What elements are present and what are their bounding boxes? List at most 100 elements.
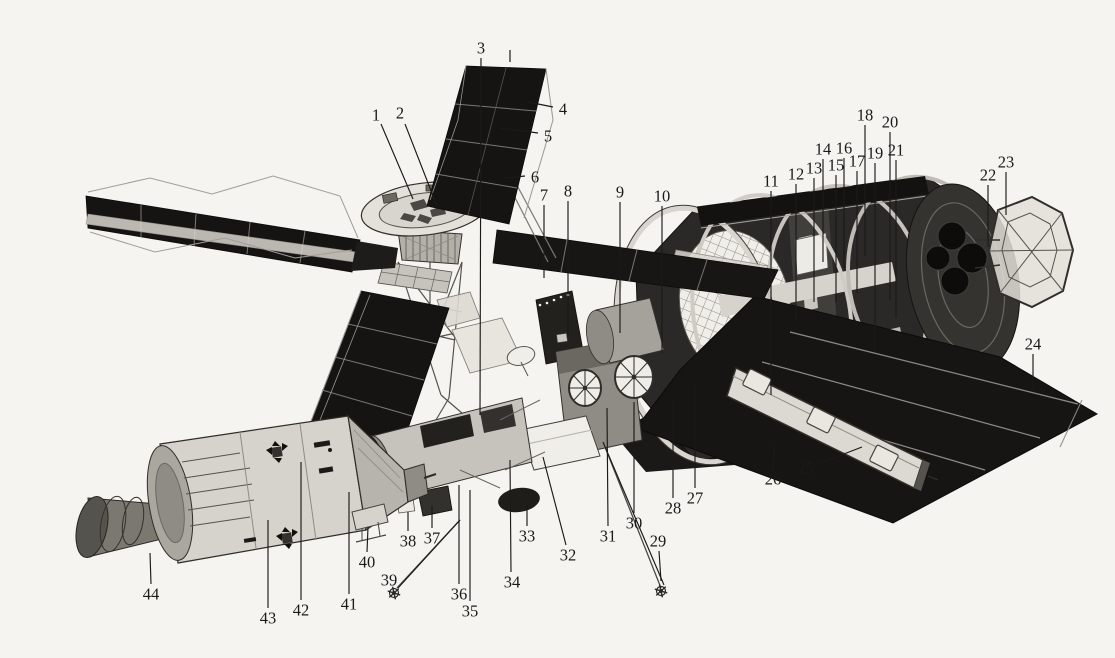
radiator-stripes: [181, 452, 255, 527]
callout-leader-26: [772, 444, 775, 470]
thruster-cluster-icon-29: [654, 584, 668, 598]
callout-20: 20: [882, 113, 899, 300]
callout-21: 21: [888, 141, 904, 318]
callout-number-44: 44: [143, 585, 160, 604]
meteoroid-shield-top: [697, 176, 929, 226]
callout-leader-40: [366, 526, 369, 553]
callout-22: 22: [980, 166, 997, 247]
callout-number-12: 12: [788, 165, 805, 184]
callout-number-2: 2: [396, 104, 404, 123]
callout-25: 25: [798, 446, 863, 478]
callout-number-9: 9: [616, 183, 624, 202]
callout-number-3: 3: [477, 39, 485, 58]
callout-19: 19: [867, 144, 884, 350]
callout-number-20: 20: [882, 113, 899, 132]
callout-29: 29: [602, 441, 668, 598]
callout-2: 2: [396, 104, 438, 207]
callout-7: 7: [540, 186, 548, 278]
docking-probe-tunnel: [403, 463, 429, 503]
thruster-cluster-icon-39: [387, 586, 401, 600]
callout-16: 16: [836, 139, 853, 268]
tank: [498, 487, 540, 513]
callout-leader-2: [404, 123, 438, 207]
callout-leader-1: [380, 123, 414, 200]
callout-number-25: 25: [798, 459, 815, 478]
callout-number-22: 22: [980, 166, 997, 185]
callout-3: 3: [477, 39, 485, 416]
callout-number-19: 19: [867, 144, 884, 163]
callout-42: 42: [293, 462, 310, 620]
callout-number-16: 16: [836, 139, 853, 158]
callout-33: 33: [519, 505, 536, 546]
callout-1: 1: [372, 106, 414, 200]
callout-leader-25: [817, 446, 863, 465]
callout-leader-4: [527, 101, 554, 108]
gas-sphere: [956, 242, 988, 274]
rcs-quad-thruster: [266, 441, 288, 463]
callout-number-34: 34: [504, 573, 521, 592]
callout-9: 9: [616, 183, 624, 333]
callout-number-32: 32: [560, 546, 577, 565]
gas-sphere: [937, 221, 967, 251]
callout-number-8: 8: [564, 182, 572, 201]
callout-5: 5: [499, 127, 552, 146]
callout-number-38: 38: [400, 532, 417, 551]
callout-number-31: 31: [600, 527, 617, 546]
callout-6: 6: [505, 168, 539, 187]
callout-number-42: 42: [293, 601, 310, 620]
callout-30: 30: [626, 402, 642, 533]
callout-number-26: 26: [765, 470, 782, 489]
callout-leader-31: [606, 407, 609, 527]
callout-number-1: 1: [372, 106, 380, 125]
callout-number-40: 40: [359, 553, 376, 572]
callout-26: 26: [765, 444, 782, 489]
callout-boom-39: [397, 519, 461, 589]
callout-boom-29: [602, 441, 665, 586]
callout-number-17: 17: [849, 152, 866, 171]
truss-wheel: [568, 369, 602, 407]
callout-31: 31: [600, 407, 617, 546]
callout-38: 38: [400, 512, 417, 551]
callout-number-11: 11: [763, 172, 779, 191]
gas-sphere: [925, 245, 951, 271]
callout-number-39: 39: [381, 571, 398, 590]
callout-number-5: 5: [544, 127, 552, 146]
callout-number-24: 24: [1025, 335, 1042, 354]
callout-28: 28: [665, 400, 681, 518]
callout-41: 41: [341, 492, 358, 614]
callout-17: 17: [849, 152, 866, 293]
callout-number-33: 33: [519, 527, 536, 546]
callout-leader-5: [499, 127, 539, 134]
truss-wheel: [614, 355, 654, 399]
callout-number-4: 4: [559, 100, 567, 119]
callout-number-13: 13: [806, 159, 823, 178]
callout-35: 35: [462, 490, 478, 621]
callout-number-18: 18: [857, 106, 874, 125]
deploy-strut: [511, 175, 557, 259]
callout-number-15: 15: [828, 156, 845, 175]
callout-leader-44: [149, 552, 152, 585]
airlock-and-docking-adapter: [351, 290, 665, 517]
callout-number-41: 41: [341, 595, 358, 614]
callout-23: 23: [998, 153, 1014, 215]
callout-4: 4: [527, 100, 567, 119]
callout-39: 39: [381, 519, 461, 600]
callout-12: 12: [788, 165, 805, 322]
callout-15: 15: [828, 156, 845, 302]
callout-number-6: 6: [531, 168, 539, 187]
callout-number-7: 7: [540, 186, 548, 205]
command-service-module: [75, 414, 437, 564]
callout-number-43: 43: [260, 609, 277, 628]
callout-36: 36: [451, 485, 467, 604]
atm-solar-arm-upper: [426, 65, 554, 225]
docking-target-bracket: [351, 503, 389, 543]
callout-14: 14: [815, 140, 831, 262]
callout-leader-3: [479, 57, 482, 416]
callout-number-27: 27: [687, 489, 704, 508]
dish-antenna: [506, 346, 536, 366]
callout-number-29: 29: [650, 532, 667, 551]
gas-sphere: [940, 266, 970, 296]
callout-leader-6: [505, 175, 526, 179]
